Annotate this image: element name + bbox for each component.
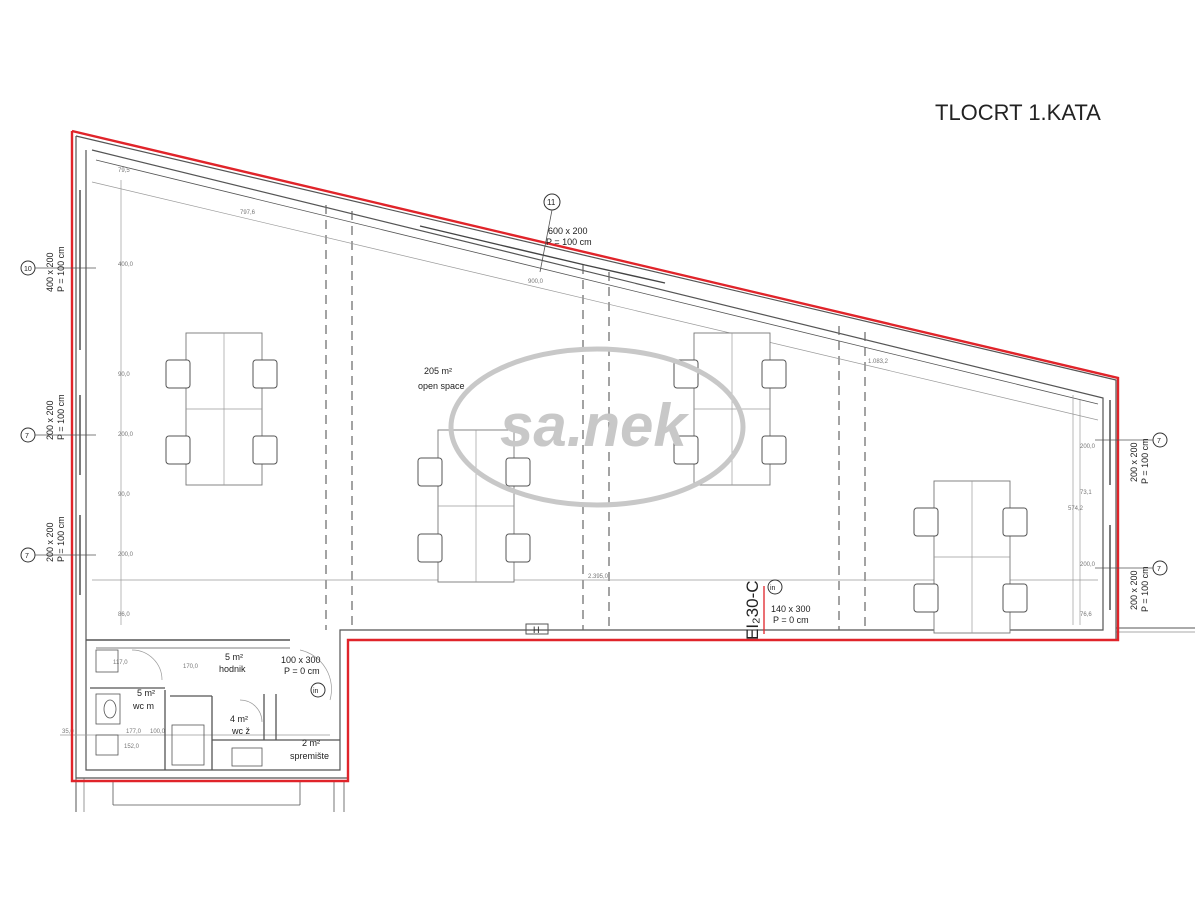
- hodnik-door-marker: [310, 682, 326, 698]
- window-left-annotations: 10 400 x 200 P = 100 cm 7 200 x 200 P = …: [20, 246, 96, 563]
- main-door-size: 140 x 300: [771, 604, 811, 614]
- dim-200c: 200,0: [1080, 444, 1096, 450]
- workstation-group-2: [417, 429, 531, 583]
- dim-1083: 1.083,2: [868, 359, 889, 365]
- dim-170: 170,0: [183, 664, 199, 670]
- hodnik-door-size: 100 x 300: [281, 655, 321, 665]
- dim-90a: 90,0: [118, 372, 130, 378]
- dim-152: 152,0: [124, 744, 140, 750]
- hydrant: H: [525, 623, 549, 635]
- room-spremiste: 2 m² spremište: [290, 738, 329, 761]
- window-marker-11-text: 11: [547, 198, 556, 207]
- dim-73: 73,1: [1080, 490, 1092, 496]
- workstation-group-4: [913, 480, 1028, 634]
- dim-200d: 200,0: [1080, 562, 1096, 568]
- dim-100: 100,0: [150, 729, 166, 735]
- window-left-upper-marker: 10: [24, 266, 32, 273]
- window-right-lower-marker: 7: [1157, 566, 1161, 573]
- window-right-upper-sill: P = 100 cm: [1140, 438, 1150, 484]
- window-right-upper-size: 200 x 200: [1129, 442, 1139, 482]
- dim-79: 79,5: [118, 168, 130, 174]
- dim-200b: 200,0: [118, 552, 134, 558]
- wc-z-area: 4 m²: [230, 714, 248, 724]
- dim-76: 76,6: [1080, 612, 1092, 618]
- hodnik-area: 5 m²: [225, 652, 243, 662]
- main-door-marker: [767, 579, 783, 595]
- window-left-mid-marker: 7: [25, 433, 29, 440]
- window-left-mid-size: 200 x 200: [45, 400, 55, 440]
- dimension-lines: 797,6 900,0 1.083,2 2.395,0 400,0 200,0 …: [60, 168, 1099, 750]
- open-space-name: open space: [418, 381, 465, 391]
- spremiste-name: spremište: [290, 751, 329, 761]
- main-door-sill: P = 0 cm: [773, 615, 809, 625]
- window-right-lower-sill: P = 100 cm: [1140, 566, 1150, 612]
- dim-86: 86,0: [118, 612, 130, 618]
- window-right-upper-marker: 7: [1157, 438, 1161, 445]
- window-top-b: [499, 244, 586, 266]
- room-wc-m: 5 m² wc m: [132, 688, 155, 711]
- hodnik-name: hodnik: [219, 664, 246, 674]
- window-left-upper-size: 400 x 200: [45, 252, 55, 292]
- room-wc-z: 4 m² wc ž: [230, 714, 251, 736]
- window-left-lower-marker: 7: [25, 553, 29, 560]
- watermark: sa.nek: [448, 346, 746, 508]
- dim-35: 35,0: [62, 729, 74, 735]
- dim-177: 177,0: [126, 729, 142, 735]
- wc-z-name: wc ž: [231, 726, 251, 736]
- fire-rating-label: EI₂30-C: [743, 580, 762, 640]
- window-top-c: [584, 264, 666, 284]
- window-right-annotations: 7 200 x 200 P = 100 cm 7 200 x 200 P = 1…: [1095, 432, 1168, 612]
- window-left-upper-sill: P = 100 cm: [56, 246, 66, 292]
- room-hodnik: 5 m² hodnik: [219, 652, 246, 674]
- red-boundary: [70, 129, 1120, 783]
- service-rooms: [86, 639, 340, 770]
- room-open-space: 205 m² open space: [418, 366, 465, 391]
- window-left-lower-sill: P = 100 cm: [56, 516, 66, 562]
- workstation-group-1: [165, 332, 278, 486]
- window-top-size: 600 x 200: [548, 226, 588, 236]
- dim-400: 400,0: [118, 262, 134, 268]
- dim-574: 574,2: [1068, 506, 1084, 512]
- window-right-lower-size: 200 x 200: [1129, 570, 1139, 610]
- dim-200a: 200,0: [118, 432, 134, 438]
- main-door-annotation: EI₂30-C in 140 x 300 P = 0 cm: [743, 579, 811, 640]
- wc-m-name: wc m: [132, 701, 154, 711]
- main-door-marker-text: in: [770, 585, 776, 592]
- window-top-sill: P = 100 cm: [546, 237, 592, 247]
- watermark-text: sa.nek: [500, 392, 689, 459]
- window-top-a: [419, 225, 501, 246]
- plan-title: TLOCRT 1.KATA: [935, 100, 1101, 125]
- hodnik-door-sill: P = 0 cm: [284, 666, 320, 676]
- hodnik-door-marker-text: in: [313, 688, 319, 695]
- window-left-lower-size: 200 x 200: [45, 522, 55, 562]
- spremiste-area: 2 m²: [302, 738, 320, 748]
- window-top-annotation: 11 600 x 200 P = 100 cm: [539, 193, 592, 273]
- dim-2395: 2.395,0: [588, 574, 609, 580]
- wc-m-area: 5 m²: [137, 688, 155, 698]
- dim-117: 117,0: [113, 660, 128, 666]
- hydrant-label: H: [533, 625, 540, 635]
- dim-797: 797,6: [240, 210, 256, 216]
- dim-900: 900,0: [528, 279, 544, 285]
- open-space-area: 205 m²: [424, 366, 452, 376]
- window-left-mid-sill: P = 100 cm: [56, 394, 66, 440]
- dim-90b: 90,0: [118, 492, 130, 498]
- hodnik-door-annotation: 100 x 300 P = 0 cm in: [281, 655, 326, 698]
